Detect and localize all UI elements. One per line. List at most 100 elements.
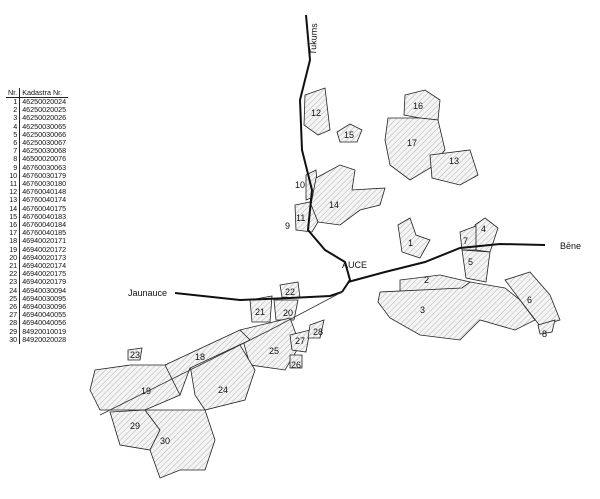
cadastral-number: 46760040183	[22, 211, 67, 221]
parcel-label-30: 30	[160, 436, 170, 446]
cadastral-number: 46940020175	[22, 269, 67, 279]
row-number: 13	[6, 196, 21, 205]
row-number: 28	[6, 319, 21, 328]
parcel-label-12: 12	[311, 108, 321, 118]
row-number: 3	[6, 114, 21, 123]
parcel-label-27: 27	[295, 336, 305, 346]
row-number: 14	[6, 204, 21, 213]
cadastral-number: 46250030068	[22, 146, 67, 156]
row-number: 22	[6, 270, 21, 279]
row-number: 11	[6, 179, 21, 189]
row-number: 29	[6, 327, 21, 336]
place-names: Tukums AUCE Bēne Jaunauce	[128, 23, 581, 298]
parcel-label-16: 16	[413, 101, 423, 111]
header-kadastra: Kadastra Nr.	[19, 88, 69, 98]
parcel-label-4: 4	[481, 224, 486, 234]
cadastral-number: 46250020026	[22, 113, 67, 123]
row-number: 16	[6, 220, 21, 230]
cadastral-number: 46760030063	[22, 162, 67, 172]
parcel-label-5: 5	[468, 257, 473, 267]
parcel-label-15: 15	[344, 130, 354, 140]
parcel-label-17: 17	[407, 138, 417, 148]
cadastral-number: 84920020028	[22, 334, 67, 344]
cadastral-number: 46760040148	[22, 187, 67, 197]
parcel-21	[249, 295, 273, 323]
parcel-15	[336, 123, 363, 143]
row-number: 24	[6, 286, 21, 295]
cadastral-number: 46760040174	[22, 195, 67, 205]
parcel-label-13: 13	[449, 156, 459, 166]
parcel-5	[461, 249, 491, 283]
parcel-label-29: 29	[130, 421, 140, 431]
place-tukums: Tukums	[308, 23, 319, 56]
row-number: 25	[6, 294, 21, 304]
parcel-30	[144, 409, 216, 479]
parcel-17	[384, 117, 446, 181]
row-number: 5	[6, 130, 21, 140]
parcel-label-20: 20	[283, 308, 293, 318]
row-number: 6	[6, 138, 21, 148]
row-number: 10	[6, 171, 21, 181]
cadastral-number: 46250020024	[22, 97, 67, 106]
row-number: 15	[6, 212, 21, 222]
row-number: 17	[6, 229, 21, 238]
parcel-label-11: 11	[296, 213, 305, 223]
parcel-label-14: 14	[329, 200, 339, 210]
header-nr: Nr.	[6, 88, 21, 98]
row-number: 23	[6, 278, 21, 287]
cadastral-number: 46940040055	[22, 310, 67, 320]
parcel-28	[307, 319, 325, 339]
row-number: 9	[6, 163, 21, 172]
parcel-label-2: 2	[424, 275, 429, 285]
cadastral-number: 46940030095	[22, 293, 67, 303]
parcel-label-25: 25	[269, 346, 279, 356]
parcel-label-6: 6	[527, 295, 532, 305]
road-to-tukums	[298, 14, 352, 293]
cadastral-number: 46940020171	[22, 236, 67, 246]
parcel-11	[294, 201, 319, 233]
cadastral-number: 46940020174	[22, 261, 67, 271]
parcel-label-18: 18	[195, 352, 205, 362]
row-number: 19	[6, 245, 21, 254]
parcel-27	[289, 329, 311, 353]
row-number: 27	[6, 311, 21, 320]
parcel-3	[377, 281, 536, 341]
cadastral-number: 46250030067	[22, 138, 67, 148]
row-number: 20	[6, 253, 21, 263]
parcel-label-19: 19	[141, 386, 151, 396]
row-number: 2	[6, 105, 21, 115]
cadastral-number: 46760030179	[22, 170, 67, 180]
place-bene: Bēne	[560, 241, 581, 251]
parcel-label-26: 26	[291, 360, 301, 370]
parcel-1	[397, 217, 431, 259]
parcel-label-9: 9	[285, 221, 290, 231]
row-number: 26	[6, 302, 21, 312]
row-number: 7	[6, 147, 21, 156]
parcel-label-21: 21	[255, 307, 265, 317]
parcel-label-1: 1	[408, 238, 413, 248]
parcel-label-8: 8	[542, 329, 547, 339]
